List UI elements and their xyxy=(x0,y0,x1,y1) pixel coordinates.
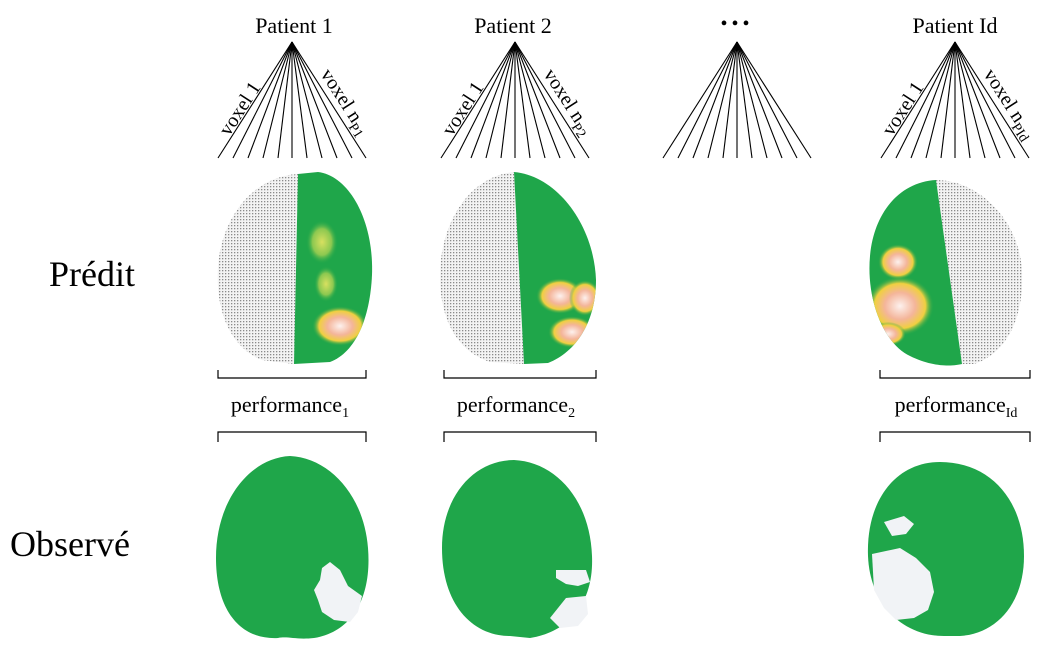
voxel-fan xyxy=(440,41,590,159)
lesion-region xyxy=(884,516,914,536)
voxel-fan xyxy=(662,41,812,159)
predicted-brain-patient-1 xyxy=(217,172,373,364)
bracket-top xyxy=(217,370,367,379)
bracket-top xyxy=(879,370,1031,379)
observed-brain-patient-id xyxy=(867,462,1024,636)
patient-title: Patient Id xyxy=(913,13,998,38)
lesion-region xyxy=(550,596,588,628)
bracket-bottom xyxy=(879,431,1031,442)
voxel-last-label: voxel nPId xyxy=(975,65,1038,145)
patient-title: Patient 2 xyxy=(474,13,552,38)
performance-patient-2: performance2 xyxy=(443,370,597,442)
prediction-heatmap xyxy=(306,220,368,346)
predicted-hemisphere xyxy=(514,172,596,364)
bracket-bottom xyxy=(443,431,597,442)
masked-hemisphere xyxy=(440,172,524,364)
ellipsis: ••• xyxy=(720,13,753,35)
row-label-observed: Observé xyxy=(10,524,130,564)
patient-2-header: Patient 2 voxel 1 voxel nP2 xyxy=(438,13,597,159)
voxel-fan xyxy=(217,41,367,159)
bracket-top xyxy=(443,370,597,379)
voxel-last-label: voxel nP1 xyxy=(312,65,374,141)
performance-label: performanceId xyxy=(895,392,1018,421)
voxel-fan xyxy=(880,41,1030,159)
prediction-heatmap xyxy=(869,244,934,346)
row-label-predicted: Prédit xyxy=(49,254,135,294)
bracket-bottom xyxy=(217,431,367,442)
lesion-region xyxy=(556,570,590,586)
masked-hemisphere xyxy=(936,180,1023,364)
patient-1-header: Patient 1 voxel 1 voxel nP1 xyxy=(215,13,374,159)
lesion-region xyxy=(872,548,934,620)
lesion-region xyxy=(314,562,362,622)
patient-title: Patient 1 xyxy=(255,13,333,38)
performance-patient-1: performance1 xyxy=(217,370,367,442)
brain-mask xyxy=(442,460,593,638)
masked-hemisphere xyxy=(217,174,298,364)
patient-id-header: Patient Id voxel 1 voxel nPId xyxy=(878,13,1038,159)
voxel-last-label: voxel nP2 xyxy=(535,65,597,141)
performance-label: performance2 xyxy=(457,392,575,421)
performance-patient-id: performanceId xyxy=(879,370,1031,442)
predicted-brain-patient-2 xyxy=(440,172,596,364)
observed-brain-patient-1 xyxy=(216,456,369,639)
performance-label: performance1 xyxy=(231,392,349,421)
predicted-brain-patient-id xyxy=(869,180,1023,366)
observed-brain-patient-2 xyxy=(442,460,593,638)
ellipsis-header: ••• xyxy=(662,13,812,159)
